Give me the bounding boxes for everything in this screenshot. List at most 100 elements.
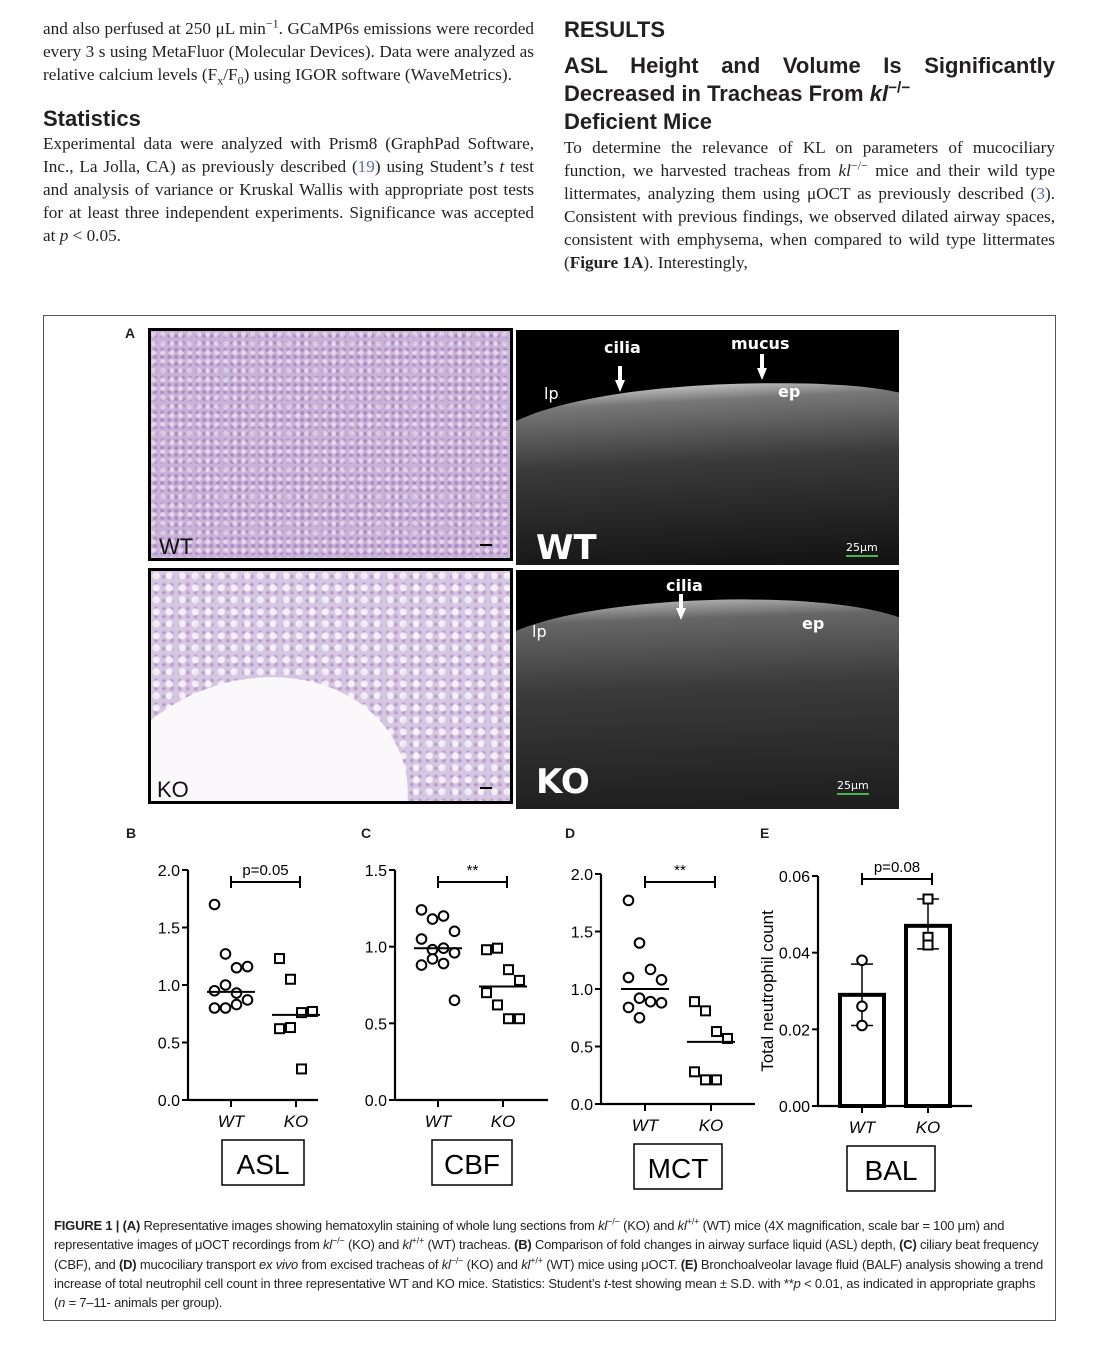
results-subheading: ASL Height and Volume Is Significantly D…: [564, 53, 1055, 134]
y-tick-label: 0.5: [365, 1016, 387, 1033]
significance-label: p=0.05: [242, 862, 288, 879]
x-tick-label: KO: [284, 1112, 309, 1131]
methods-paragraph: and also perfused at 250 μL min−1. GCaMP…: [43, 16, 534, 88]
data-point: [481, 987, 492, 999]
data-point: [415, 933, 428, 945]
data-point: [426, 913, 439, 925]
scale-bar: [480, 544, 492, 546]
caption-panel-ref: (B): [514, 1237, 532, 1253]
data-point: [285, 973, 296, 985]
figure-1: [43, 315, 1056, 1321]
data-point: [285, 1022, 296, 1034]
significance-label: **: [674, 862, 686, 879]
data-point: [230, 961, 243, 974]
results-heading: RESULTS: [564, 17, 666, 42]
data-point: [437, 910, 450, 922]
data-point: [274, 953, 285, 965]
data-point: [922, 893, 934, 905]
data-point: [700, 1005, 711, 1017]
results-paragraph: To determine the relevance of KL on para…: [564, 138, 1055, 272]
data-point: [856, 1019, 868, 1032]
scale-bar: 25μm: [846, 541, 878, 557]
data-point: [415, 959, 428, 971]
data-point: [622, 1001, 635, 1014]
figure-caption: FIGURE 1 | (A) Representative images sho…: [54, 1216, 1043, 1311]
chart-title: MCT: [648, 1153, 709, 1184]
data-point: [241, 994, 254, 1006]
data-point: [655, 974, 668, 986]
data-point: [426, 953, 439, 965]
data-point: [622, 894, 635, 907]
oct-wt-image: cilia mucus lp ep WT 25μm: [516, 330, 899, 565]
data-point: [296, 1063, 307, 1075]
panel-label-a: A: [125, 325, 136, 341]
data-point: [492, 942, 503, 954]
caption-panel-ref: (D): [118, 1256, 137, 1272]
data-point: [219, 948, 232, 960]
histology-wt-image: WT: [148, 328, 513, 561]
caption-panel-ref: (E): [680, 1256, 698, 1272]
data-point: [437, 957, 450, 970]
statistics-paragraph: Experimental data were analyzed with Pri…: [43, 134, 535, 245]
histology-ko-image: KO: [148, 568, 513, 804]
data-point: [208, 984, 221, 997]
data-point: [622, 971, 635, 984]
y-tick-label: 0.5: [571, 1040, 593, 1057]
y-tick-label: 0.0: [365, 1093, 387, 1110]
data-point: [208, 1002, 221, 1014]
scale-bar: [480, 787, 492, 789]
x-tick-label: KO: [916, 1118, 941, 1137]
data-point: [633, 1011, 646, 1024]
oct-ko-image: cilia lp ep KO 25μm: [516, 570, 899, 809]
data-point: [722, 1032, 733, 1044]
y-tick-label: 1.0: [158, 978, 180, 995]
x-tick-label: WT: [632, 1116, 660, 1135]
chart-title: BAL: [865, 1155, 918, 1186]
y-tick-label: 1.5: [365, 863, 387, 880]
data-point: [503, 964, 514, 976]
y-tick-label: 0.06: [779, 869, 810, 886]
data-point: [633, 992, 646, 1005]
data-point: [700, 1074, 711, 1086]
y-tick-label: 1.5: [158, 921, 180, 938]
data-point: [307, 1005, 318, 1017]
reference-link[interactable]: 19: [357, 157, 375, 176]
data-point: [503, 1013, 514, 1025]
chart-title: CBF: [444, 1149, 500, 1180]
panel-label-c: C: [361, 825, 372, 841]
data-point: [426, 943, 439, 956]
data-point: [448, 994, 461, 1007]
arrow-icon: [757, 354, 767, 380]
significance-label: p=0.08: [874, 859, 920, 876]
data-point: [644, 995, 657, 1008]
y-tick-label: 1.5: [571, 925, 593, 942]
caption-panel-ref: (C): [899, 1237, 917, 1253]
y-tick-label: 0.02: [779, 1022, 810, 1039]
significance-label: **: [467, 862, 479, 879]
data-point: [711, 1026, 722, 1038]
y-tick-label: 1.0: [571, 982, 593, 999]
chart-title-box: [221, 1139, 305, 1186]
y-axis-label: Total neutrophil count: [758, 910, 777, 1072]
data-point: [492, 999, 503, 1011]
statistics-heading: Statistics: [43, 106, 141, 131]
data-point: [856, 954, 868, 967]
chart-title-box: [431, 1139, 513, 1186]
data-point: [415, 904, 428, 916]
data-point: [711, 1074, 722, 1086]
data-point: [448, 947, 461, 959]
y-tick-label: 1.0: [365, 940, 387, 957]
figure-link[interactable]: Figure 1A: [569, 253, 644, 272]
reference-link[interactable]: 3: [1036, 184, 1045, 203]
y-tick-label: 0.04: [779, 946, 810, 963]
caption-panel-ref: (A): [122, 1218, 141, 1233]
data-point: [644, 963, 657, 976]
data-point: [448, 925, 461, 938]
y-tick-label: 2.0: [571, 867, 593, 884]
data-point: [230, 998, 243, 1011]
chart-title-box: [846, 1145, 936, 1192]
bar: [904, 923, 952, 1108]
